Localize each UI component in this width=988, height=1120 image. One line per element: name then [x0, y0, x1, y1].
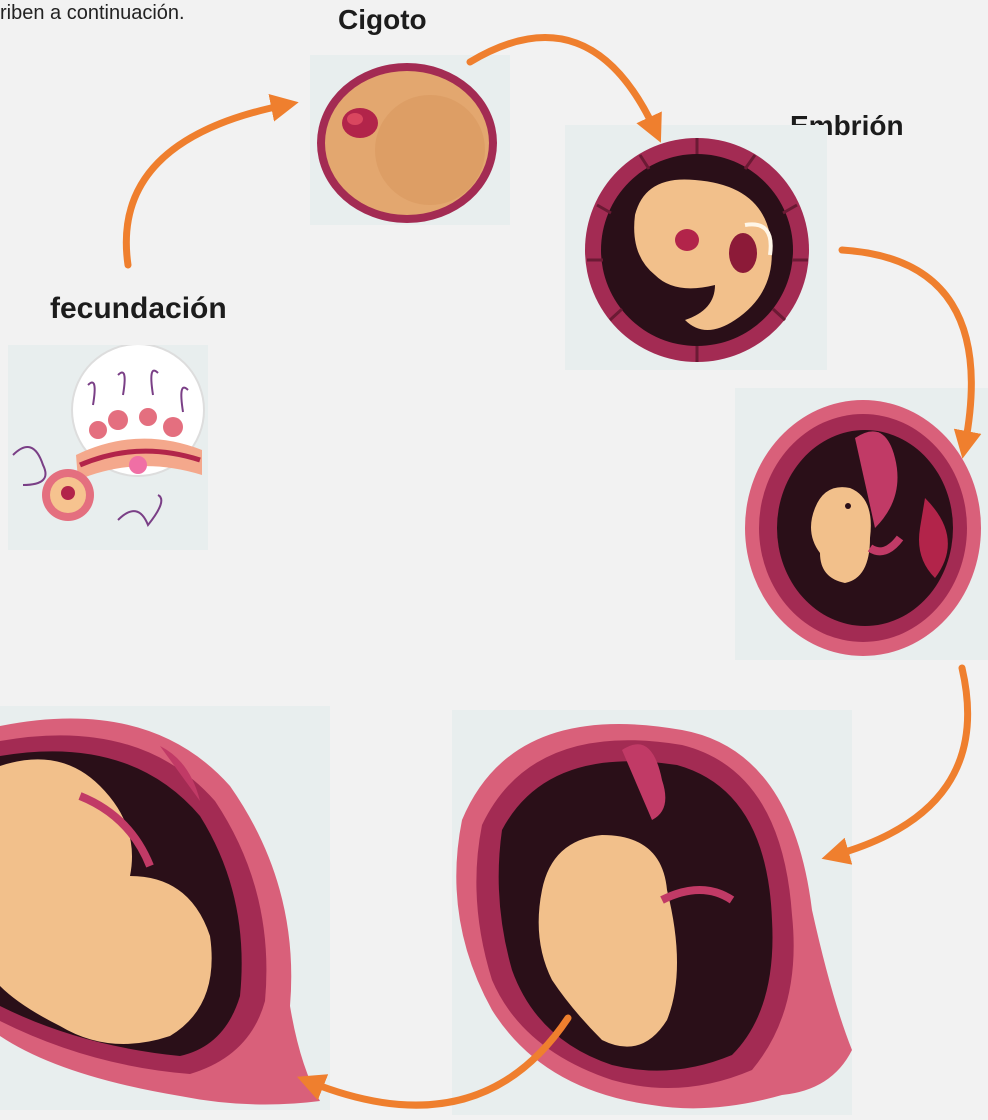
arrow-fecundacion-to-cigoto	[126, 105, 285, 265]
label-fecundacion: fecundación	[50, 292, 227, 326]
zygote-illustration	[310, 55, 510, 225]
early-fetus-illustration	[735, 388, 988, 660]
fertilization-illustration	[8, 345, 208, 550]
instruction-text: riben a continuación.	[0, 2, 185, 25]
late-fetus-illustration	[0, 706, 330, 1110]
embryo-illustration	[565, 125, 827, 370]
label-cigoto: Cigoto	[338, 4, 427, 36]
mid-fetus-illustration	[452, 710, 852, 1115]
arrow-early-fetus-to-mid-fetus	[835, 668, 968, 855]
